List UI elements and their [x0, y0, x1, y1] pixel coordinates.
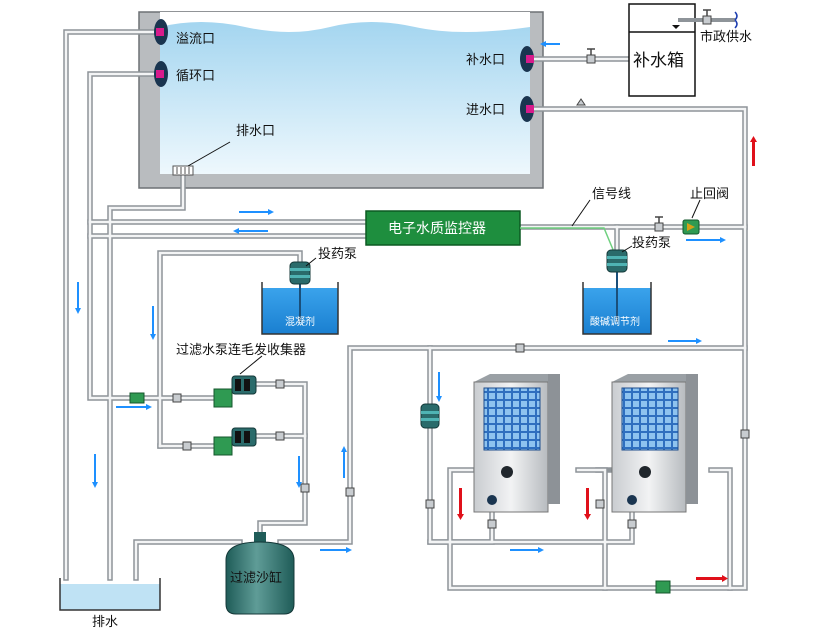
drain-port-label: 排水口: [236, 124, 275, 139]
circulation-pump-icon: [420, 403, 440, 429]
flow-arrow-icon: [77, 282, 79, 308]
dosing-pump-left-icon: [289, 261, 311, 285]
makeup-port-fitting-icon: [520, 46, 534, 72]
overflow-port-label: 溢流口: [176, 32, 215, 47]
flow-arrow-icon: [298, 456, 300, 482]
dosing-pump-left-label: 投药泵: [318, 246, 357, 262]
sand-filter-icon: [225, 532, 295, 615]
municipal-water-label: 市政供水: [700, 29, 752, 45]
circulation-port-label: 循环口: [176, 69, 215, 84]
coagulant-label: 混凝剂: [285, 315, 315, 328]
heat-pump-unit-left-icon: [473, 374, 560, 513]
filter-pump-leader: [239, 355, 263, 375]
flow-arrow-icon: [686, 239, 720, 241]
flow-arrow-icon: [239, 211, 268, 213]
flow-arrow-icon: [239, 230, 268, 232]
filter-pump-label: 过滤水泵连毛发收集器: [176, 342, 306, 358]
monitor-label: 电子水质监控器: [388, 221, 486, 237]
flow-arrow-icon: [438, 372, 440, 396]
monitor-line-valve-icon: [654, 216, 664, 232]
makeup-tank-label: 补水箱: [633, 51, 684, 71]
drain-port-leader-line: [187, 141, 231, 167]
signal-line-label: 信号线: [592, 187, 631, 202]
makeup-port-label: 补水口: [466, 53, 505, 68]
inlet-port-fitting-icon: [520, 96, 534, 122]
flow-arrow-icon: [696, 577, 722, 580]
drain-pit: [59, 578, 161, 611]
ph-regulator-label: 酸碱调节剂: [590, 315, 640, 328]
filter-loop-valves: [129, 343, 750, 594]
inlet-port-label: 进水口: [466, 103, 505, 118]
flow-arrow-icon: [116, 406, 146, 408]
dosing-pump-left-leader: [305, 257, 317, 267]
flow-arrow-icon: [94, 454, 96, 482]
flow-arrow-icon: [752, 142, 755, 166]
heat-pump-unit-right-icon: [611, 374, 698, 513]
ph-regulator-tank: [582, 270, 652, 335]
filter-pump-upper-icon: [213, 375, 257, 408]
flow-arrow-icon: [459, 488, 462, 514]
check-valve-icon: [682, 219, 700, 235]
drain-port-grate-icon: [172, 165, 194, 176]
municipal-valve-icon: [702, 9, 712, 25]
coagulant-tank: [261, 282, 339, 335]
makeup-tank: [628, 3, 696, 97]
signal-line: [520, 227, 615, 253]
dosing-pump-right-icon: [606, 249, 628, 273]
sand-filter-label: 过滤沙缸: [230, 570, 282, 586]
signal-line-leader: [571, 199, 591, 227]
flow-arrow-icon: [586, 488, 589, 514]
flow-arrow-icon: [668, 340, 696, 342]
dosing-pump-right-label: 投药泵: [632, 235, 671, 251]
overflow-port-fitting-icon: [154, 19, 168, 45]
drain-label: 排水: [92, 615, 118, 630]
flow-arrow-icon: [510, 549, 538, 551]
flow-arrow-icon: [343, 452, 345, 478]
makeup-line-valve-icon: [586, 48, 596, 64]
filter-pump-lower-icon: [213, 427, 257, 456]
check-valve-label: 止回阀: [690, 187, 729, 202]
water-quality-monitor: [365, 210, 521, 246]
dosing-pump-right-leader: [621, 245, 633, 253]
flow-arrow-icon: [320, 549, 346, 551]
flow-arrows: [75, 41, 757, 582]
inlet-line-valve-icon: [576, 98, 586, 106]
unit-outlets: [487, 495, 637, 505]
circulation-port-fitting-icon: [154, 61, 168, 87]
flow-arrow-icon: [546, 43, 560, 45]
flow-arrow-icon: [152, 306, 154, 334]
check-valve-leader: [691, 199, 701, 219]
municipal-supply-curl-icon: [734, 11, 738, 29]
